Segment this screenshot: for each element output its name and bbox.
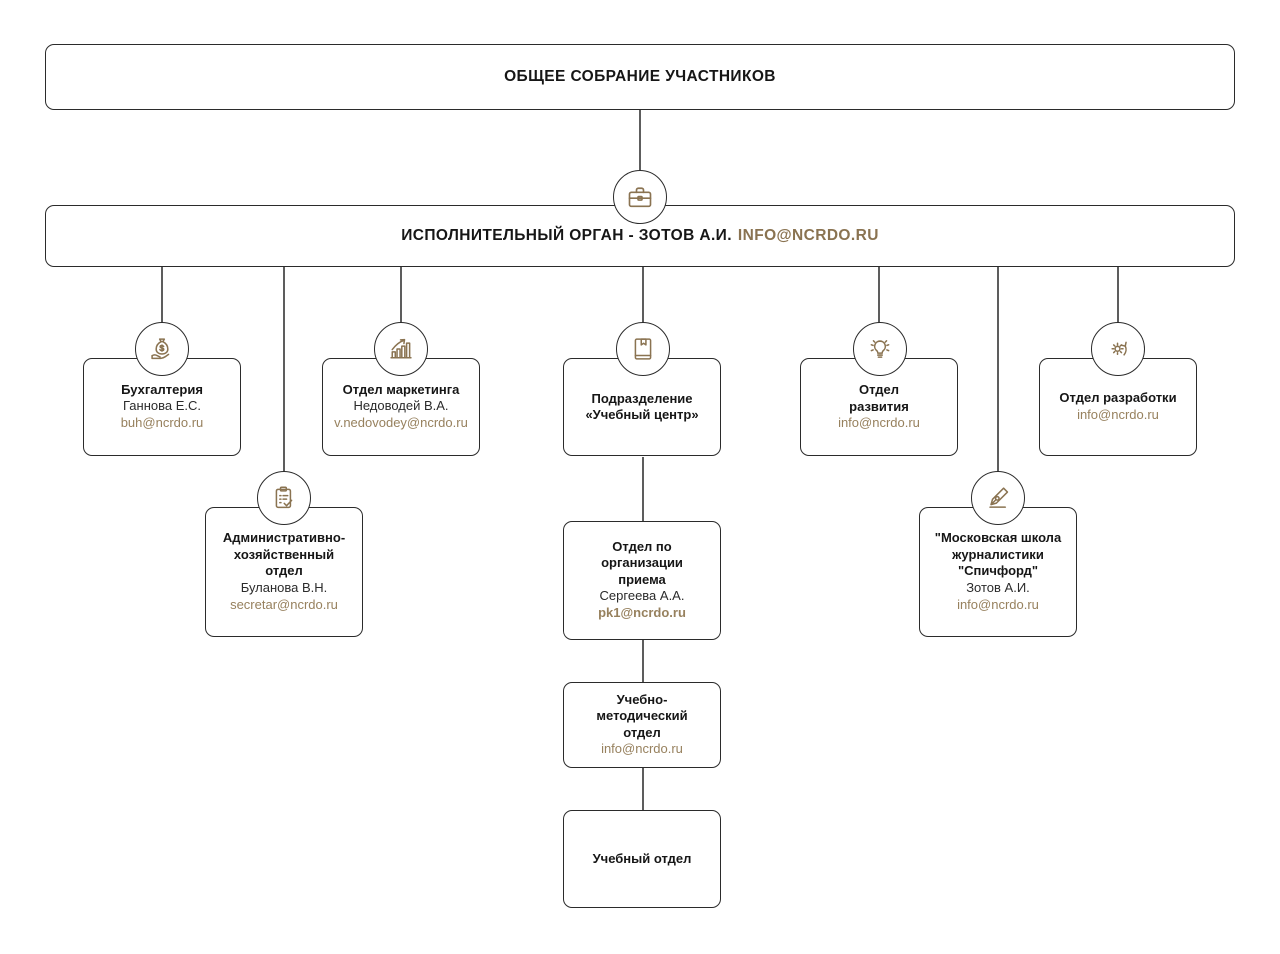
administrative-person: Буланова В.Н. xyxy=(240,579,328,595)
growth-chart-icon xyxy=(374,322,428,376)
training-center-title-line-1: Подразделение xyxy=(591,390,693,406)
connector-exec-to-training-center xyxy=(642,267,644,325)
marketing-email[interactable]: v.nedovodey@ncrdo.ru xyxy=(334,415,468,431)
connector-exec-to-accounting xyxy=(161,267,163,325)
development-title-line-1: Отдел xyxy=(858,382,900,398)
connector-exec-to-journalism xyxy=(997,267,999,474)
lightbulb-icon xyxy=(853,322,907,376)
methodology-title-line-1: Учебно- xyxy=(616,691,668,707)
money-bag-icon xyxy=(135,322,189,376)
journalism-school-title-line-2: журналистики xyxy=(952,546,1044,562)
engineering-title: Отдел разработки xyxy=(1059,390,1177,406)
methodology-title-line-3: отдел xyxy=(623,724,661,740)
methodology-title-line-2: методический xyxy=(596,708,688,724)
admissions-title-line-2: организации xyxy=(601,555,683,571)
pen-nib-icon xyxy=(971,471,1025,525)
department-journalism-school-box[interactable]: "Московская школа журналистики "Спичфорд… xyxy=(919,507,1077,637)
connector-top-to-executive xyxy=(639,110,641,170)
accounting-title: Бухгалтерия xyxy=(121,381,203,397)
department-methodology-box[interactable]: Учебно- методический отдел info@ncrdo.ru xyxy=(563,682,721,768)
journalism-school-email[interactable]: info@ncrdo.ru xyxy=(957,596,1039,612)
admissions-person: Сергеева А.А. xyxy=(599,588,685,604)
marketing-title: Отдел маркетинга xyxy=(342,381,460,397)
marketing-person: Недоводей В.А. xyxy=(353,398,449,414)
journalism-school-title-line-3: "Спичфорд" xyxy=(957,563,1039,579)
methodology-email[interactable]: info@ncrdo.ru xyxy=(601,741,683,757)
engineering-email[interactable]: info@ncrdo.ru xyxy=(1077,406,1159,422)
administrative-title-line-1: Административно- xyxy=(222,530,346,546)
development-title-line-2: развития xyxy=(849,398,909,414)
admissions-title-line-3: приема xyxy=(618,571,666,587)
book-icon xyxy=(616,322,670,376)
briefcase-icon xyxy=(613,170,667,224)
training-center-title-line-2: «Учебный центр» xyxy=(585,407,699,422)
connector-exec-to-administrative xyxy=(283,267,285,474)
administrative-email[interactable]: secretar@ncrdo.ru xyxy=(230,596,338,612)
general-meeting-title: ОБЩЕЕ СОБРАНИЕ УЧАСТНИКОВ xyxy=(504,68,776,85)
connector-exec-to-marketing xyxy=(400,267,402,325)
department-education-box[interactable]: Учебный отдел xyxy=(563,810,721,908)
gear-refresh-icon xyxy=(1091,322,1145,376)
journalism-school-person: Зотов А.И. xyxy=(966,579,1030,595)
executive-title: ИСПОЛНИТЕЛЬНЫЙ ОРГАН - ЗОТОВ А.И. xyxy=(401,227,732,244)
admissions-title-line-1: Отдел по xyxy=(612,538,672,554)
general-meeting-box[interactable]: ОБЩЕЕ СОБРАНИЕ УЧАСТНИКОВ xyxy=(45,44,1235,110)
department-administrative-box[interactable]: Административно- хозяйственный отдел Бул… xyxy=(205,507,363,637)
journalism-school-title-line-1: "Московская школа xyxy=(934,530,1062,546)
administrative-title-line-3: отдел xyxy=(265,563,303,579)
connector-exec-to-development xyxy=(878,267,880,325)
department-admissions-box[interactable]: Отдел по организации приема Сергеева А.А… xyxy=(563,521,721,640)
accounting-email[interactable]: buh@ncrdo.ru xyxy=(120,415,204,431)
executive-email[interactable]: INFO@NCRDO.RU xyxy=(737,227,879,244)
connector-admissions-to-methodology xyxy=(642,640,644,682)
development-email[interactable]: info@ncrdo.ru xyxy=(838,415,920,431)
administrative-title-line-2: хозяйственный xyxy=(233,546,335,562)
connector-training-to-admissions xyxy=(642,457,644,522)
connector-methodology-to-education xyxy=(642,768,644,810)
admissions-email[interactable]: pk1@ncrdo.ru xyxy=(598,605,686,621)
clipboard-check-icon xyxy=(257,471,311,525)
connector-exec-to-engineering xyxy=(1117,267,1119,325)
accounting-person: Ганнова Е.С. xyxy=(122,398,201,414)
education-title: Учебный отдел xyxy=(592,850,692,866)
